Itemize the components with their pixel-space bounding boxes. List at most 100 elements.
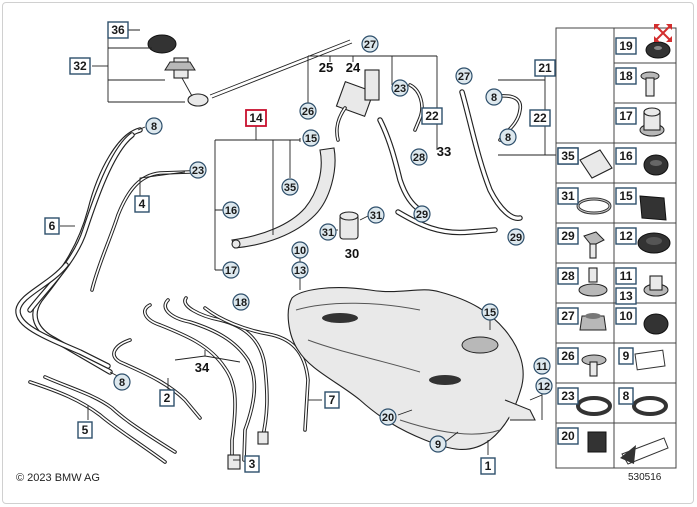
callout-p15a: 15 xyxy=(302,129,320,147)
expand-arrows-icon[interactable] xyxy=(652,22,674,44)
filler-cap-36 xyxy=(147,34,209,107)
svg-text:8: 8 xyxy=(623,389,630,403)
panel-part-9 xyxy=(634,349,666,371)
pipe-5 xyxy=(28,375,177,464)
callout-p8d: 8 xyxy=(499,128,517,146)
hose-4 xyxy=(90,170,192,292)
callout-number: 36 xyxy=(111,23,125,37)
callout-number: 16 xyxy=(225,205,237,217)
callout-p15b: 15 xyxy=(481,303,499,321)
callout-p29a: 29 xyxy=(413,205,431,223)
connector-3b xyxy=(257,431,269,445)
callout-p8a: 8 xyxy=(145,117,163,135)
callout-p12: 12 xyxy=(535,377,553,395)
callout-p27b: 27 xyxy=(455,67,473,85)
callout-number: 17 xyxy=(225,265,237,277)
callout-number: 25 xyxy=(319,60,333,75)
callout-p27a: 27 xyxy=(361,35,379,53)
svg-text:20: 20 xyxy=(561,429,575,443)
svg-text:17: 17 xyxy=(619,109,633,123)
callout-p23b: 23 xyxy=(391,79,409,97)
callout-p30: 30 xyxy=(345,246,359,261)
callout-number: 3 xyxy=(249,457,256,471)
callout-p22a: 22 xyxy=(421,107,443,125)
callout-p3: 3 xyxy=(244,455,260,473)
callout-number: 28 xyxy=(413,152,425,164)
panel-part-18 xyxy=(640,71,660,97)
callout-p29b: 29 xyxy=(507,228,525,246)
fuel-tank-1 xyxy=(287,287,536,451)
svg-text:18: 18 xyxy=(619,69,633,83)
callout-number: 30 xyxy=(345,246,359,261)
panel-label-left: 27 xyxy=(557,307,579,325)
callout-number: 14 xyxy=(249,111,263,125)
panel-label-left: 20 xyxy=(557,427,579,445)
panel-label-left: 35 xyxy=(557,147,579,165)
callout-number: 23 xyxy=(394,83,406,95)
callout-p24: 24 xyxy=(346,60,361,75)
callout-p7: 7 xyxy=(324,391,340,409)
panel-label-right: 8 xyxy=(618,387,634,405)
copyright-text: © 2023 BMW AG xyxy=(16,472,100,484)
panel-part-23 xyxy=(576,396,612,416)
callout-number: 8 xyxy=(491,92,497,104)
panel-part-20 xyxy=(587,431,607,453)
callout-p28: 28 xyxy=(410,148,428,166)
callout-p13: 13 xyxy=(291,261,309,279)
callout-number: 22 xyxy=(533,111,547,125)
svg-text:31: 31 xyxy=(561,189,575,203)
callout-p8b: 8 xyxy=(113,373,131,391)
callout-p5: 5 xyxy=(77,421,93,439)
svg-text:15: 15 xyxy=(619,189,633,203)
svg-text:27: 27 xyxy=(561,309,575,323)
panel-part-31 xyxy=(576,197,612,215)
panel-label-right: 10 xyxy=(615,307,637,325)
pipe-34 xyxy=(143,296,269,464)
callout-number: 29 xyxy=(510,232,522,244)
callout-p9: 9 xyxy=(429,435,447,453)
svg-text:10: 10 xyxy=(619,309,633,323)
panel-label-left: 29 xyxy=(557,227,579,245)
pipe-6-lower xyxy=(15,262,111,369)
svg-text:12: 12 xyxy=(619,229,633,243)
panel-part-12 xyxy=(637,232,671,254)
panel-arrow xyxy=(620,437,669,465)
panel-part-17 xyxy=(639,107,665,137)
callout-p31b: 31 xyxy=(319,223,337,241)
callout-number: 13 xyxy=(294,265,306,277)
callout-number: 7 xyxy=(329,393,336,407)
callout-p10: 10 xyxy=(291,241,309,259)
callout-number: 1 xyxy=(485,459,492,473)
callout-number: 32 xyxy=(73,59,87,73)
callout-p26: 26 xyxy=(299,102,317,120)
callout-number: 4 xyxy=(139,197,146,211)
callout-p23a: 23 xyxy=(189,161,207,179)
callout-p18: 18 xyxy=(232,293,250,311)
svg-text:16: 16 xyxy=(619,149,633,163)
callout-p33: 33 xyxy=(437,144,451,159)
svg-text:23: 23 xyxy=(561,389,575,403)
svg-text:13: 13 xyxy=(619,289,633,303)
callout-p2: 2 xyxy=(159,389,175,407)
svg-text:26: 26 xyxy=(561,349,575,363)
panel-label-left: 17 xyxy=(615,107,637,125)
callout-number: 31 xyxy=(322,227,334,239)
panel-label-right2: 13 xyxy=(615,287,637,305)
callout-number: 5 xyxy=(82,423,89,437)
callout-p34: 34 xyxy=(195,360,210,375)
callout-p16: 16 xyxy=(222,201,240,219)
callout-p25: 25 xyxy=(319,60,333,75)
strap-14 xyxy=(231,147,336,249)
callout-number: 27 xyxy=(364,39,376,51)
callout-number: 8 xyxy=(151,121,157,133)
panel-label-right: 15 xyxy=(615,187,637,205)
callout-number: 29 xyxy=(416,209,428,221)
panel-label-left: 26 xyxy=(557,347,579,365)
panel-part-16 xyxy=(643,154,669,176)
pipe-6 xyxy=(27,127,143,375)
callout-number: 8 xyxy=(119,377,125,389)
connector-3 xyxy=(227,454,241,470)
callout-number: 10 xyxy=(294,245,306,257)
panel-label-left: 28 xyxy=(557,267,579,285)
